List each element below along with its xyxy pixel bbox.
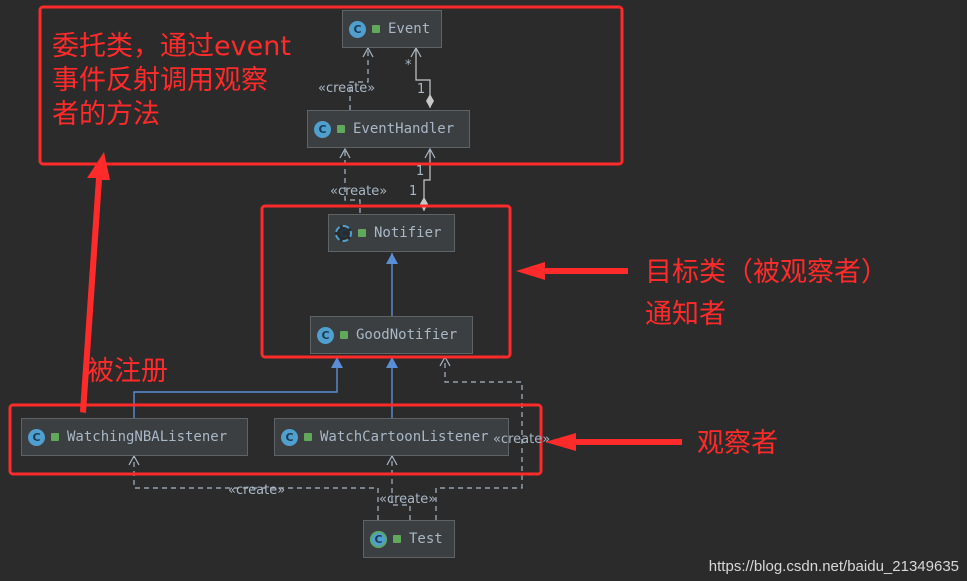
watermark: https://blog.csdn.net/baidu_21349635 [708,558,959,575]
class-name: GoodNotifier [356,327,458,343]
observers-annotation: 观察者 [697,428,778,459]
arrow-to-observer-box [545,433,682,451]
class-notifier[interactable]: C Notifier [328,214,455,252]
aggregation-notifier-eventhandler [420,147,436,211]
class-good-notifier[interactable]: C GoodNotifier [310,316,473,354]
create-dependency-test-watchingnba [128,454,379,520]
delegate-annotation: 委托类，通过event 事件反射调用观察 者的方法 [52,30,291,132]
create-label-test-goodnotifier: «create» [493,432,551,447]
subject-annotation: 目标类（被观察者） 通知者 [645,256,888,332]
class-icon: C [281,428,298,446]
subject-annotation-line: 通知者 [645,299,726,330]
observer-highlight-box [8,403,543,476]
lock-icon [393,535,401,543]
class-test[interactable]: C Test [363,520,455,558]
delegate-annotation-line: 者的方法 [52,99,160,130]
class-name: Event [388,21,431,37]
multiplicity-one-upper: 1 [416,164,425,179]
class-icon: C [314,120,331,138]
create-label-test-watchcartoon: «create» [379,492,437,507]
lock-icon [340,331,348,339]
class-watch-cartoon-listener[interactable]: C WatchCartoonListener [274,418,509,456]
delegate-annotation-line: 事件反射调用观察 [52,65,268,96]
registered-annotation: 被注册 [87,356,168,387]
class-icon: C [349,20,366,38]
lock-icon [337,125,345,133]
class-event[interactable]: C Event [342,10,442,48]
delegate-highlight-box [38,5,624,166]
class-name: WatchCartoonListener [320,429,489,445]
class-event-handler[interactable]: C EventHandler [307,110,470,148]
abstract-class-icon: C [335,224,352,242]
class-name: Notifier [374,225,442,241]
create-label-eventhandler-event: «create» [318,81,376,96]
lock-icon [304,433,312,441]
create-dependency-notifier-eventhandler [339,147,361,213]
multiplicity-many: * [405,58,412,73]
delegate-annotation-line: 委托类，通过event [52,31,291,62]
multiplicity-one-eventhandler: 1 [417,82,426,97]
multiplicity-one-lower: 1 [409,184,418,199]
class-name: EventHandler [353,121,455,137]
lock-icon [51,433,59,441]
test-class-icon: C [370,530,387,548]
class-watching-nba-listener[interactable]: C WatchingNBAListener [21,418,248,456]
create-label-test-watchingnba: «create» [228,483,286,498]
aggregation-eventhandler-event [410,46,434,108]
create-label-notifier-eventhandler: «create» [330,184,388,199]
class-icon: C [28,428,45,446]
class-name: WatchingNBAListener [67,429,228,445]
class-name: Test [409,531,443,547]
create-dependency-test-watchcartoon [386,454,411,520]
subject-annotation-line: 目标类（被观察者） [645,257,888,288]
arrow-to-delegate-box [80,152,110,413]
arrow-to-subject-box [516,262,628,280]
lock-icon [372,25,380,33]
class-icon: C [317,326,334,344]
create-dependency-test-goodnotifier [435,355,523,520]
create-dependency-eventhandler-event [349,46,374,110]
lock-icon [358,229,366,237]
subject-highlight-box [260,204,512,359]
